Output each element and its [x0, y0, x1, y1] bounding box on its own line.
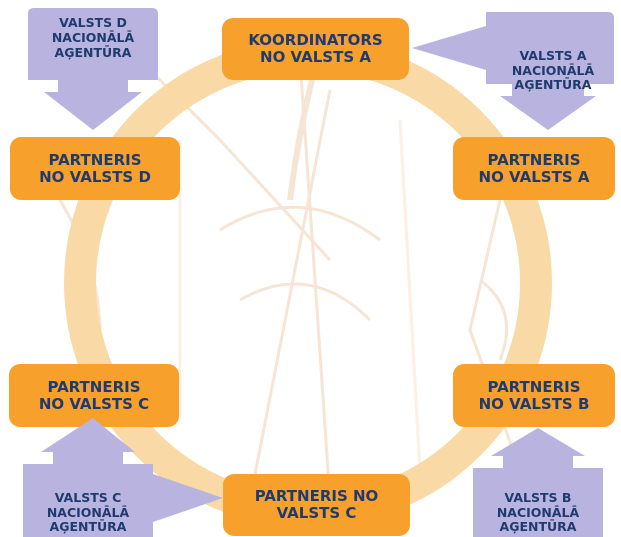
agency-d-line-2: NACIONĀLĀ: [51, 29, 135, 45]
partner-d-node: PARTNERIS NO VALSTS D: [10, 137, 180, 200]
agency-c-line-1: VALSTS C: [54, 489, 122, 505]
agency-c-line-2: NACIONĀLĀ: [46, 504, 130, 520]
down-arrow-shape: [28, 8, 158, 130]
agency-a-line-3: AĢENTŪRA: [514, 77, 592, 93]
agency-b-line-3: AĢENTŪRA: [499, 519, 577, 535]
partner-b-line-2: NO VALSTS B: [478, 394, 590, 413]
coordinator-line-1: KOORDINATORS: [248, 31, 383, 50]
agency-c-callout: VALSTS C NACIONĀLĀ AĢENTŪRA: [23, 418, 223, 537]
agency-d-callout: VALSTS D NACIONĀLĀ AĢENTŪRA: [28, 8, 158, 130]
agency-b-line-1: VALSTS B: [504, 489, 572, 505]
coordinator-line-2: NO VALSTS A: [260, 48, 371, 66]
partner-c-left-line-1: PARTNERIS: [47, 377, 141, 396]
partner-b-node: PARTNERIS NO VALSTS B: [453, 364, 615, 427]
partner-d-line-1: PARTNERIS: [48, 150, 142, 169]
up-arrow-shape: [473, 428, 603, 537]
agency-a-line-2: NACIONĀLĀ: [511, 62, 595, 78]
partner-a-node: PARTNERIS NO VALSTS A: [453, 137, 615, 200]
coordinator-node: KOORDINATORS NO VALSTS A: [222, 18, 409, 80]
partner-d-line-2: NO VALSTS D: [39, 167, 151, 186]
up-right-arrow-shape: [23, 418, 223, 537]
partner-c-bottom-line-2: VALSTS C: [276, 504, 357, 522]
agency-d-line-3: AĢENTŪRA: [54, 44, 132, 60]
partner-c-left-line-2: NO VALSTS C: [38, 394, 150, 413]
partner-a-line-2: NO VALSTS A: [478, 167, 590, 186]
partner-c-bottom-line-1: PARTNERIS NO: [254, 487, 379, 506]
agency-a-line-1: VALSTS A: [519, 47, 587, 63]
partner-a-line-1: PARTNERIS: [487, 150, 581, 169]
agency-b-line-2: NACIONĀLĀ: [496, 504, 580, 520]
agency-c-line-3: AĢENTŪRA: [49, 519, 127, 535]
agency-d-line-1: VALSTS D: [59, 15, 127, 30]
agency-b-callout: VALSTS B NACIONĀLĀ AĢENTŪRA: [473, 428, 603, 537]
partner-c-left-node: PARTNERIS NO VALSTS C: [9, 364, 179, 427]
agency-a-callout: VALSTS A NACIONĀLĀ AĢENTŪRA: [412, 12, 614, 130]
left-down-arrow-shape: [412, 12, 614, 130]
partner-c-bottom-node: PARTNERIS NO VALSTS C: [223, 474, 410, 536]
partner-b-line-1: PARTNERIS: [487, 377, 581, 396]
